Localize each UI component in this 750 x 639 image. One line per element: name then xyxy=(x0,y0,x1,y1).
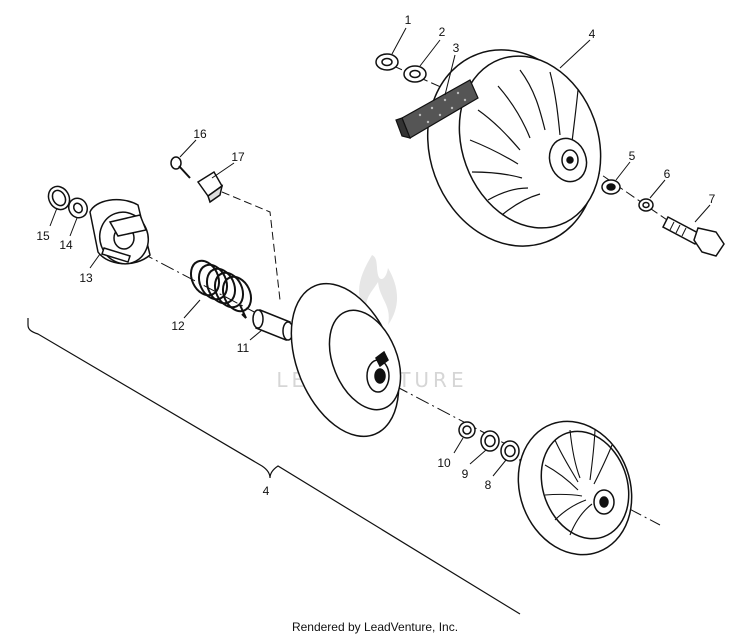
part-1-nut xyxy=(375,53,399,71)
assembly-bracket xyxy=(27,318,521,615)
part-15-snap-ring xyxy=(47,185,71,211)
footer-credit: Rendered by LeadVenture, Inc. xyxy=(291,620,459,634)
callout-14: 14 xyxy=(59,238,73,252)
callout-17: 17 xyxy=(231,150,245,164)
part-6-lock-washer xyxy=(638,198,654,212)
part-5-washer xyxy=(601,179,621,195)
part-12-spring xyxy=(189,259,253,319)
part-10-washer xyxy=(458,421,476,439)
callout-4-upper: 4 xyxy=(589,27,596,41)
callout-7: 7 xyxy=(709,192,716,206)
watermark-flame-icon xyxy=(359,255,398,325)
part-2-washer xyxy=(403,65,427,83)
callout-15: 15 xyxy=(36,229,50,243)
part-8-washer xyxy=(500,440,520,462)
callout-6: 6 xyxy=(664,167,671,181)
part-4-movable-sheave xyxy=(290,282,402,438)
callout-5: 5 xyxy=(629,149,636,163)
part-4-drive-clutch xyxy=(426,49,602,247)
callout-10: 10 xyxy=(437,456,451,470)
part-7-bolt xyxy=(662,215,725,257)
part-3-drive-belt xyxy=(395,79,479,139)
callout-2: 2 xyxy=(439,25,446,39)
callout-3: 3 xyxy=(453,41,460,55)
part-17-cam-button xyxy=(196,170,224,204)
part-16-screw xyxy=(170,156,191,179)
callout-labels: 1 2 3 4 5 6 7 8 9 10 11 12 13 14 15 16 1… xyxy=(36,13,715,498)
part-9-washer xyxy=(480,430,500,452)
part-11-bushing xyxy=(252,308,294,342)
part-4-fixed-sheave xyxy=(517,420,633,556)
callout-12: 12 xyxy=(171,319,185,333)
callout-11: 11 xyxy=(237,341,250,355)
leader-lines xyxy=(49,27,711,477)
callout-8: 8 xyxy=(485,478,492,492)
part-13-helix-cam xyxy=(89,198,151,265)
callout-16: 16 xyxy=(193,127,207,141)
callout-4-assembly: 4 xyxy=(263,484,270,498)
callout-9: 9 xyxy=(462,467,469,481)
callout-13: 13 xyxy=(79,271,93,285)
part-14-washer xyxy=(67,197,89,219)
callout-1: 1 xyxy=(405,13,412,27)
